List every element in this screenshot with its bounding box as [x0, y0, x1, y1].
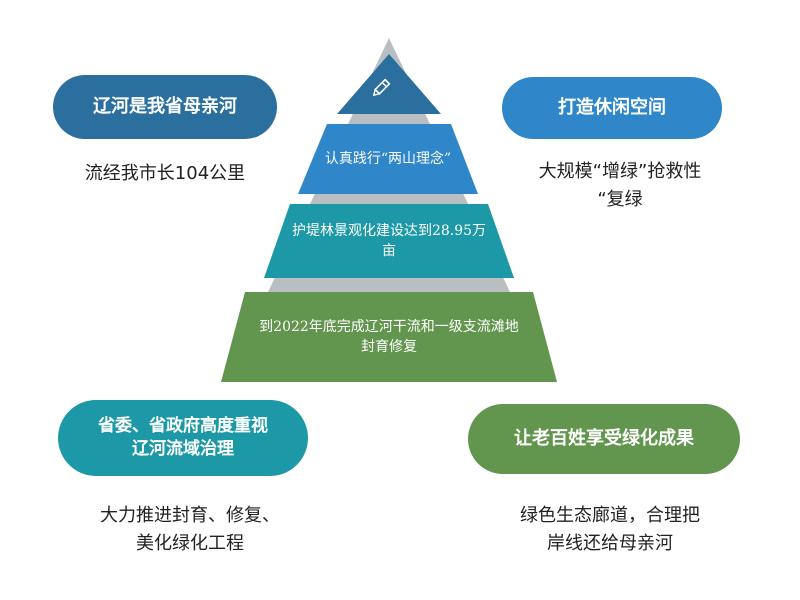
pyramid-layer-3 [221, 292, 557, 382]
desc-projects-line-2: 美化绿化工程 [136, 532, 244, 554]
desc-corridor-line-1: 绿色生态廊道，合理把 [520, 505, 700, 526]
pill-government-line-2: 辽河流域治理 [132, 439, 234, 459]
pyramid-layer-3-text: 到2022年底完成辽河干流和一级支流滩地 封育修复 [221, 292, 557, 382]
pill-leisure-space: 打造休闲空间 [502, 77, 722, 139]
desc-greening-line-2: “复绿 [597, 188, 643, 210]
desc-greening-line-1: 大规模“增绿”抢救性 [538, 161, 702, 182]
pill-mother-river-label: 辽河是我省母亲河 [93, 95, 237, 117]
layer-1-line-1: 认真践行“两山理念” [324, 150, 452, 167]
pill-leisure-space-label: 打造休闲空间 [558, 96, 666, 118]
pyramid-layer-1 [298, 124, 478, 194]
pyramid-layer-1-text: 认真践行“两山理念” [298, 124, 478, 194]
desc-greening: 大规模“增绿”抢救性 “复绿 [505, 158, 735, 214]
layer-3-line-2: 封育修复 [360, 339, 417, 355]
pill-public-benefit: 让老百姓享受绿化成果 [468, 404, 740, 474]
desc-ecological-corridor: 绿色生态廊道，合理把 岸线还给母亲河 [490, 502, 730, 558]
desc-corridor-line-2: 岸线还给母亲河 [547, 532, 673, 554]
pill-mother-river: 辽河是我省母亲河 [53, 75, 277, 139]
pyramid-layer-2 [264, 204, 514, 278]
desc-river-length-text: 流经我市长104公里 [84, 163, 246, 184]
pill-public-benefit-label: 让老百姓享受绿化成果 [514, 427, 694, 449]
pill-government-line-1: 省委、省政府高度重视 [98, 416, 268, 437]
pill-government-attention: 省委、省政府高度重视 辽河流域治理 [58, 400, 308, 476]
desc-projects: 大力推进封育、修复、 美化绿化工程 [70, 502, 310, 558]
layer-2-line-2: 亩 [382, 243, 396, 259]
layer-3-line-1: 到2022年底完成辽河干流和一级支流滩地 [259, 318, 519, 335]
pyramid-layer-2-text: 护堤林景观化建设达到28.95万 亩 [264, 204, 514, 278]
pencil-icon [372, 78, 391, 97]
desc-river-length: 流经我市长104公里 [60, 160, 270, 188]
layer-2-line-1: 护堤林景观化建设达到28.95万 [291, 222, 487, 239]
desc-projects-line-1: 大力推进封育、修复、 [100, 505, 280, 526]
